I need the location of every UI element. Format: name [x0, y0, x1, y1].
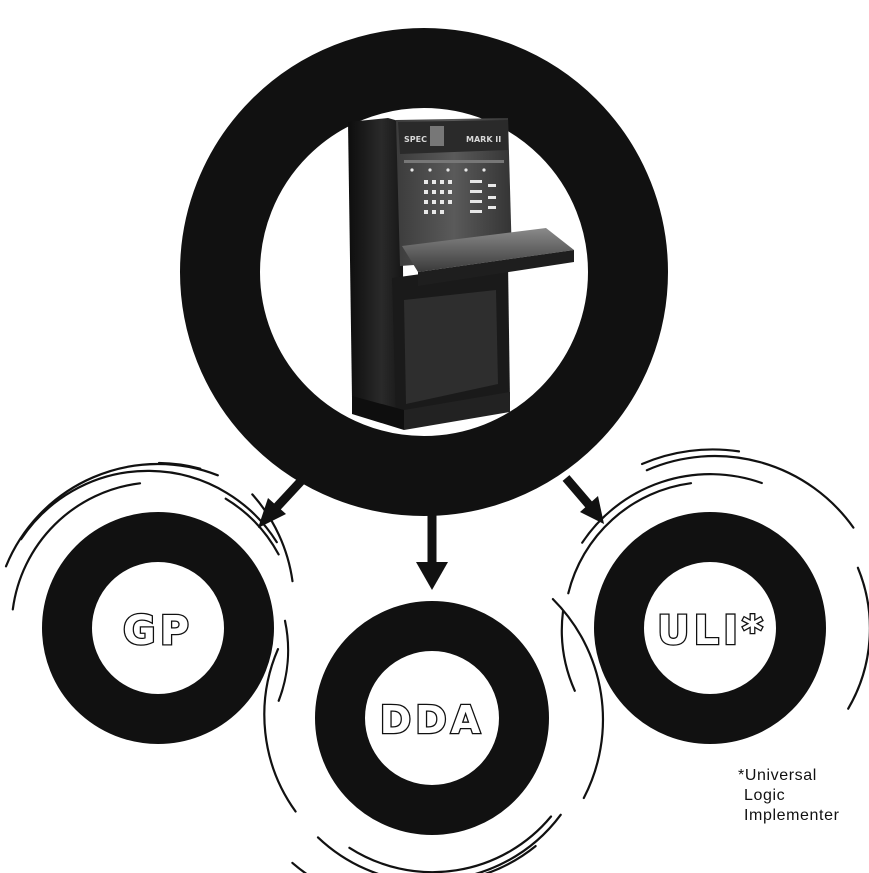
console-brand-label: SPEC	[404, 135, 427, 144]
dda-ring: DDA	[264, 599, 603, 873]
dda-label: DDA	[380, 698, 485, 742]
footnote-line-2: Logic	[738, 786, 840, 806]
uli-ring: ULI*	[562, 449, 869, 719]
computer-console-image: SPEC MARK II	[348, 118, 574, 430]
uli-label: ULI*	[657, 608, 767, 654]
gp-ring: GP	[6, 463, 293, 719]
footnote-line-3: Implementer	[738, 806, 840, 826]
arrow-to-uli	[566, 478, 604, 524]
arrow-to-gp	[258, 480, 302, 528]
gp-label: GP	[123, 608, 193, 654]
footnote-line-1: *Universal	[738, 766, 840, 786]
console-model-label: MARK II	[466, 135, 501, 144]
arrow-to-dda	[416, 512, 448, 590]
footnote: *Universal Logic Implementer	[738, 766, 840, 826]
